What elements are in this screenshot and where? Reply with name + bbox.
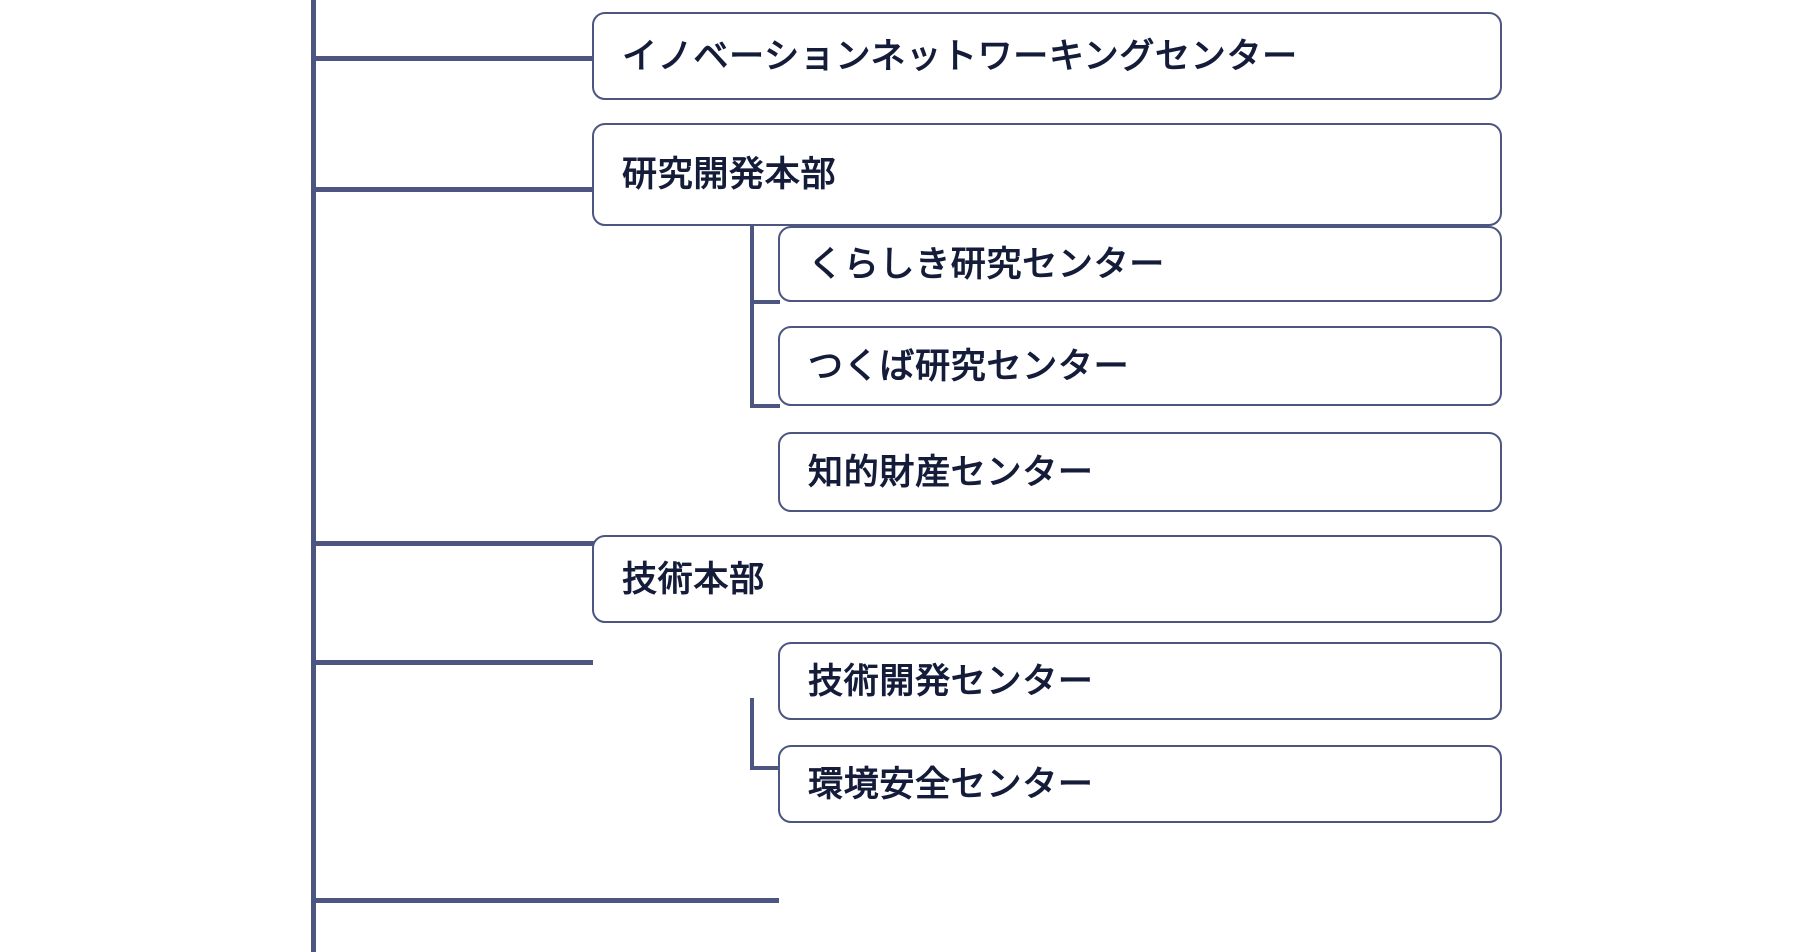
node-rd-headquarters[interactable]: 研究開発本部	[592, 123, 1502, 226]
connector-environment-safety-center	[311, 898, 779, 903]
node-label-environment-safety-center: 環境安全センター	[808, 764, 1094, 804]
node-tsukuba-research-center[interactable]: つくば研究センター	[778, 326, 1502, 406]
node-label-kurashiki-research-center: くらしき研究センター	[808, 244, 1166, 284]
node-label-technology-development-center: 技術開発センター	[808, 661, 1094, 701]
sub-spine-technology-headquarters	[750, 698, 754, 770]
connector-technology-development-center	[750, 766, 780, 770]
node-innovation-networking-center[interactable]: イノベーションネットワーキングセンター	[592, 12, 1502, 100]
node-label-tsukuba-research-center: つくば研究センター	[808, 346, 1130, 386]
connector-rd-headquarters	[311, 187, 593, 192]
connector-technology-headquarters	[311, 660, 593, 665]
node-kurashiki-research-center[interactable]: くらしき研究センター	[778, 226, 1502, 302]
sub-spine-rd-headquarters	[750, 225, 754, 408]
node-intellectual-property-center[interactable]: 知的財産センター	[778, 432, 1502, 512]
node-label-innovation-networking-center: イノベーションネットワーキングセンター	[622, 36, 1298, 76]
connector-innovation-networking-center	[311, 56, 593, 61]
connector-tsukuba-research-center	[750, 404, 780, 408]
node-environment-safety-center[interactable]: 環境安全センター	[778, 745, 1502, 823]
node-technology-development-center[interactable]: 技術開発センター	[778, 642, 1502, 720]
node-label-rd-headquarters: 研究開発本部	[622, 155, 837, 194]
connector-intellectual-property-center	[311, 541, 779, 546]
node-label-technology-headquarters: 技術本部	[622, 559, 765, 599]
node-label-intellectual-property-center: 知的財産センター	[808, 452, 1094, 492]
main-vertical-spine	[311, 0, 316, 952]
node-technology-headquarters[interactable]: 技術本部	[592, 535, 1502, 623]
connector-kurashiki-research-center	[750, 300, 780, 304]
